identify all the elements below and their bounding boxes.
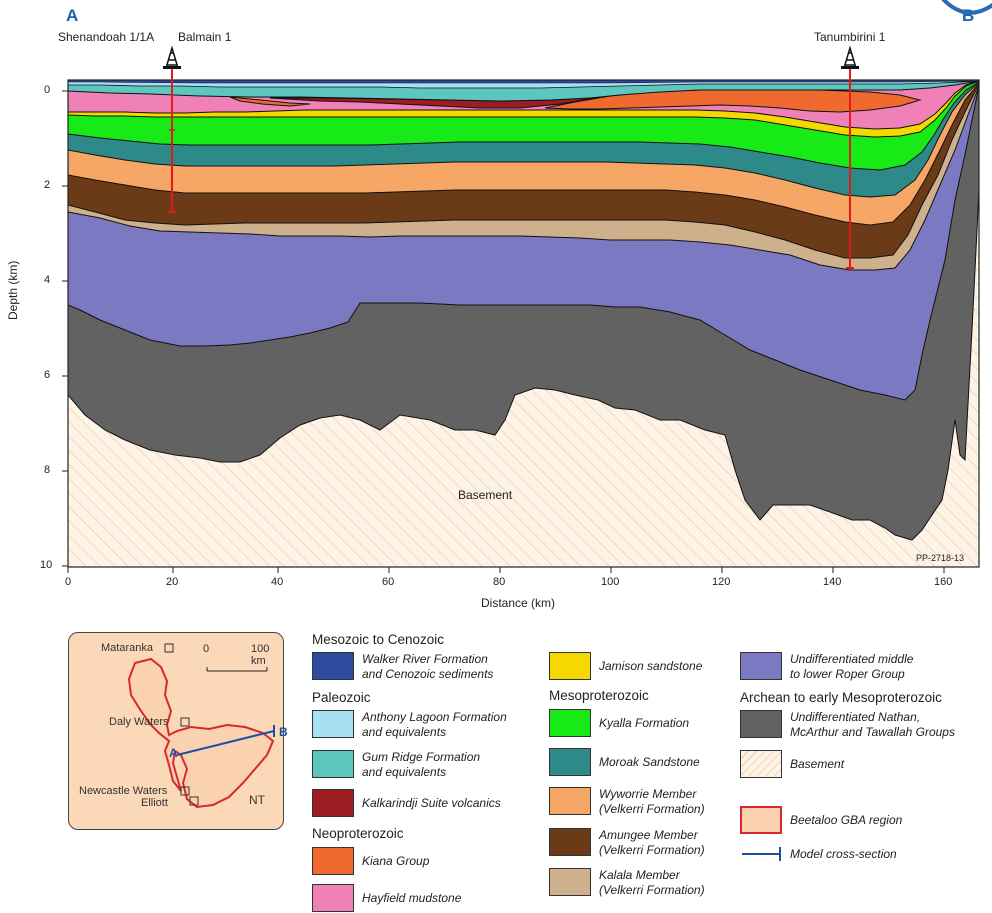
legend-swatch	[549, 709, 591, 737]
legend-swatch	[549, 868, 591, 896]
legend-label: Kyalla Formation	[599, 716, 690, 730]
map-point-b: B	[279, 725, 288, 739]
legend-label: Undifferentiated middle	[790, 652, 914, 666]
x-axis	[67, 567, 945, 573]
region-label-nt: NT	[249, 793, 265, 807]
legend-label: Hayfield mudstone	[362, 891, 462, 905]
legend-group-archean: Archean to early Mesoproterozoic	[740, 690, 942, 705]
layer-walker-river-formation	[68, 80, 979, 84]
legend-label: and Cenozoic sediments	[362, 667, 494, 681]
y-tick-label: 6	[44, 369, 51, 381]
legend-label: Wyworrie Member	[599, 787, 697, 801]
legend-swatch	[312, 652, 354, 680]
legend-label: Kalala Member	[599, 868, 680, 882]
legend-swatch	[740, 652, 782, 680]
legend-swatch	[549, 828, 591, 856]
derrick-icon	[163, 45, 181, 69]
legend-swatch	[549, 748, 591, 776]
cross-section-plot	[62, 45, 980, 573]
legend-label: (Velkerri Formation)	[599, 883, 705, 897]
legend-label: Basement	[790, 757, 845, 771]
plot-frame	[67, 79, 980, 568]
legend-label: and equivalents	[362, 765, 447, 779]
x-tick-label: 0	[65, 576, 72, 588]
legend-label: Anthony Lagoon Formation	[362, 710, 507, 724]
legend-swatch	[312, 750, 354, 778]
legend-label: Kiana Group	[362, 854, 430, 868]
legend-swatch	[740, 750, 782, 778]
legend-label: McArthur and Tawallah Groups	[790, 725, 955, 739]
legend-swatch	[312, 847, 354, 875]
legend-label: (Velkerri Formation)	[599, 843, 705, 857]
legend-label: (Velkerri Formation)	[599, 802, 705, 816]
legend-label: and equivalents	[362, 725, 447, 739]
beetaloo-region-outline	[127, 643, 275, 809]
legend-swatch	[740, 806, 782, 834]
legend-swatch	[549, 652, 591, 680]
y-tick-label: 8	[44, 464, 51, 476]
legend-swatch	[549, 787, 591, 815]
x-tick-label: 160	[934, 576, 953, 588]
x-tick-label: 100	[601, 576, 620, 588]
cross-section-line-icon	[742, 847, 781, 861]
legend-label: Moroak Sandstone	[599, 755, 700, 769]
y-tick-label: 0	[44, 84, 51, 96]
well-shenandoah	[168, 66, 176, 213]
well-tanumbirini	[846, 66, 854, 269]
figure-code: PP-2718-13	[916, 553, 965, 563]
town-mataranka: Mataranka	[101, 642, 153, 654]
legend-group-mesozoic-cenozoic: Mesozoic to Cenozoic	[312, 632, 445, 647]
y-axis-title: Depth (km)	[6, 260, 20, 320]
x-tick-label: 40	[271, 576, 284, 588]
x-tick-label: 60	[382, 576, 395, 588]
corner-logo-arc	[938, 0, 992, 18]
map-point-a: A	[169, 746, 178, 760]
y-tick-label: 2	[44, 179, 51, 191]
y-tick-label: 10	[40, 559, 53, 571]
legend-swatch	[312, 710, 354, 738]
scale-end: 100 km	[251, 643, 270, 667]
legend-group-neoproterozoic: Neoproterozoic	[312, 826, 404, 841]
town-newcastle-waters: Newcastle Waters	[79, 785, 168, 797]
derrick-icon	[841, 45, 859, 69]
legend-label: Gum Ridge Formation	[362, 750, 481, 764]
y-tick-label: 4	[44, 274, 51, 286]
legend-swatch	[312, 789, 354, 817]
legend-group-mesoproterozoic: Mesoproterozoic	[549, 688, 649, 703]
x-tick-label: 80	[493, 576, 506, 588]
basement-label: Basement	[458, 488, 513, 502]
legend-label: Jamison sandstone	[599, 659, 703, 673]
location-map: Mataranka Daly Waters Newcastle Waters E…	[68, 632, 288, 830]
legend-swatch	[740, 710, 782, 738]
x-axis-title: Distance (km)	[481, 596, 556, 610]
x-tick-label: 20	[166, 576, 179, 588]
x-tick-label: 120	[712, 576, 731, 588]
legend-label: to lower Roper Group	[790, 667, 905, 681]
town-daly-waters: Daly Waters	[109, 716, 169, 728]
well-label-shenandoah: Shenandoah 1/1A	[58, 30, 155, 44]
legend-label: Model cross-section	[790, 847, 897, 861]
legend-label: Kalkarindji Suite volcanics	[362, 796, 501, 810]
legend-label: Undifferentiated Nathan,	[790, 710, 921, 724]
town-elliott: Elliott	[141, 797, 168, 809]
y-axis	[62, 90, 68, 567]
x-tick-label: 140	[823, 576, 842, 588]
endpoint-a-label: A	[66, 6, 79, 25]
legend-swatch	[312, 884, 354, 912]
legend-label: Walker River Formation	[362, 652, 488, 666]
legend-label: Beetaloo GBA region	[790, 813, 903, 827]
legend-group-paleozoic: Paleozoic	[312, 690, 371, 705]
well-label-balmain: Balmain 1	[178, 30, 232, 44]
legend-label: Amungee Member	[599, 828, 698, 842]
scale-start: 0	[203, 643, 210, 655]
well-label-tanumbirini: Tanumbirini 1	[814, 30, 886, 44]
